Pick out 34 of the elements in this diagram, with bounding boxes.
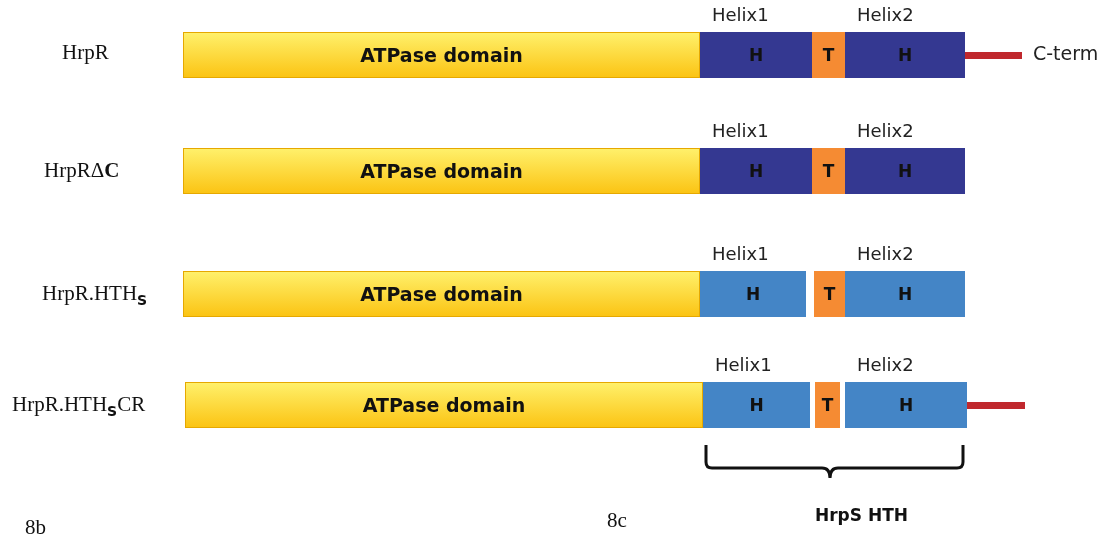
atpase-domain-segment: ATPase domain — [185, 382, 703, 428]
turn-segment: T — [812, 32, 845, 78]
atpase-domain-segment: ATPase domain — [183, 148, 700, 194]
panel-label: 8c — [607, 508, 627, 533]
helix-segment: H — [845, 32, 965, 78]
turn-segment: T — [812, 148, 845, 194]
construct-name: HrpR.HTH$_{S}$ — [42, 281, 148, 309]
helix-segment: H — [700, 271, 806, 317]
helix-label: Helix2 — [857, 243, 914, 264]
helix-segment: H — [845, 148, 965, 194]
turn-segment: T — [815, 382, 840, 428]
atpase-domain-segment: ATPase domain — [183, 271, 700, 317]
tail-label: C-term — [1033, 42, 1099, 64]
construct-name: HrpR.HTH$_{S}$CR — [12, 392, 146, 420]
bracket-label: HrpS HTH — [815, 505, 908, 525]
helix-label: Helix2 — [857, 120, 914, 141]
turn-segment: T — [814, 271, 845, 317]
c-terminal-tail — [967, 401, 1025, 409]
helix-segment: H — [845, 382, 967, 428]
helix-label: Helix1 — [712, 243, 769, 264]
c-terminal-tail — [965, 51, 1022, 59]
panel-label: 8b — [25, 515, 46, 534]
helix-segment: H — [845, 271, 965, 317]
helix-label: Helix1 — [715, 354, 772, 375]
helix-label: Helix2 — [857, 4, 914, 25]
helix-segment: H — [703, 382, 810, 428]
helix-label: Helix1 — [712, 120, 769, 141]
construct-name: HrpR — [62, 40, 109, 65]
atpase-domain-segment: ATPase domain — [183, 32, 700, 78]
helix-label: Helix1 — [712, 4, 769, 25]
helix-label: Helix2 — [857, 354, 914, 375]
helix-segment: H — [700, 148, 812, 194]
construct-name: HrpRΔC — [44, 158, 120, 183]
helix-segment: H — [700, 32, 812, 78]
